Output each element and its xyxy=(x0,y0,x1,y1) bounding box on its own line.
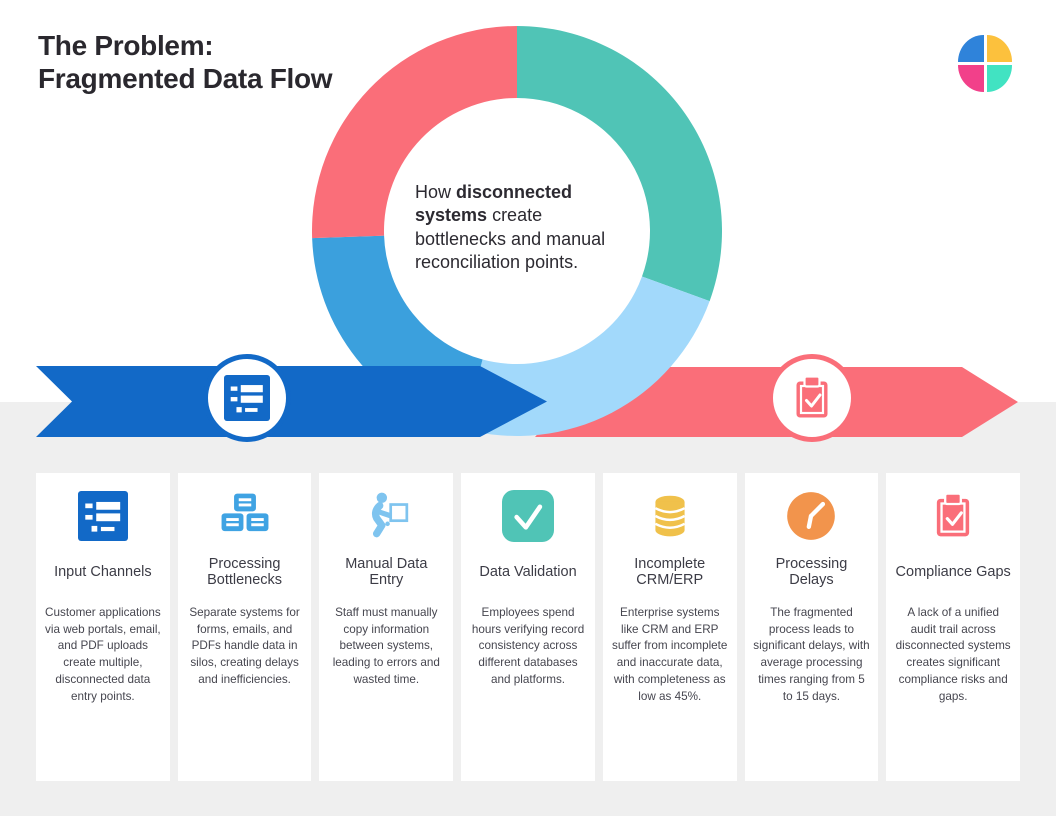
card-body: Separate systems for forms, emails, and … xyxy=(189,606,300,686)
manual-entry-person-icon xyxy=(372,492,409,538)
form-icon xyxy=(77,491,128,541)
card-body: Enterprise systems like CRM and ERP suff… xyxy=(612,606,728,703)
card-incomplete-crm-erp: Incomplete CRM/ERP Enterprise systems li… xyxy=(602,473,737,781)
card-processing-delays: Processing Delays The fragmented process… xyxy=(744,473,879,781)
card-title: Incomplete CRM/ERP xyxy=(634,556,706,588)
center-text-suffix: create bottlenecks and manual reconcilia… xyxy=(415,205,606,273)
card-title: Data Validation xyxy=(479,564,577,581)
database-icon xyxy=(654,495,685,537)
donut-segment-teal xyxy=(517,26,722,302)
page-title-line1: The Problem: xyxy=(38,30,214,61)
card-title: Manual Data Entry xyxy=(345,556,428,588)
card-title: Compliance Gaps xyxy=(895,564,1011,581)
page-title: The Problem: Fragmented Data Flow xyxy=(38,30,333,96)
clock-icon xyxy=(787,492,836,540)
clipboard-check-icon xyxy=(796,375,828,418)
card-title: Processing Bottlenecks xyxy=(207,556,283,588)
check-square-icon xyxy=(502,490,555,542)
donut-center-text: How disconnected systems create bottlene… xyxy=(415,181,633,275)
logo-quadrant-bottom-right xyxy=(986,65,1012,92)
card-body: Staff must manually copy information bet… xyxy=(332,606,440,686)
logo-quadrant-top-left xyxy=(958,35,984,62)
page-title-line2: Fragmented Data Flow xyxy=(38,62,333,94)
center-text-prefix: How xyxy=(415,182,457,202)
form-icon xyxy=(224,375,270,421)
stacked-systems-icon xyxy=(221,493,269,532)
card-compliance-gaps: Compliance Gaps A lack of a unified audi… xyxy=(886,473,1021,781)
card-title: Input Channels xyxy=(54,564,152,581)
card-manual-data-entry: Manual Data Entry Staff must manually co… xyxy=(319,473,454,781)
card-body: The fragmented process leads to signific… xyxy=(753,606,870,703)
card-body: Employees spend hours verifying record c… xyxy=(471,606,585,686)
card-processing-bottlenecks: Processing Bottlenecks Separate systems … xyxy=(177,473,312,781)
card-body: Customer applications via web portals, e… xyxy=(45,606,161,703)
donut-segment-red xyxy=(312,26,517,239)
clipboard-check-icon xyxy=(937,492,970,537)
card-input-channels: Input Channels Customer applications via… xyxy=(36,473,170,781)
card-body: A lack of a unified audit trail across d… xyxy=(895,606,1011,703)
cards-row: Input Channels Customer applications via… xyxy=(36,473,1021,781)
center-text-bold: disconnected systems xyxy=(415,182,573,226)
red-banner-badge xyxy=(768,354,856,442)
blue-arrow-banner xyxy=(36,366,547,437)
card-title: Processing Delays xyxy=(775,556,848,588)
logo-quadrant-bottom-left xyxy=(958,65,984,92)
brand-logo-icon xyxy=(958,35,1012,92)
logo-quadrant-top-right xyxy=(986,35,1012,62)
blue-banner-badge xyxy=(203,354,291,442)
card-data-validation: Data Validation Employees spend hours ve… xyxy=(461,473,595,781)
